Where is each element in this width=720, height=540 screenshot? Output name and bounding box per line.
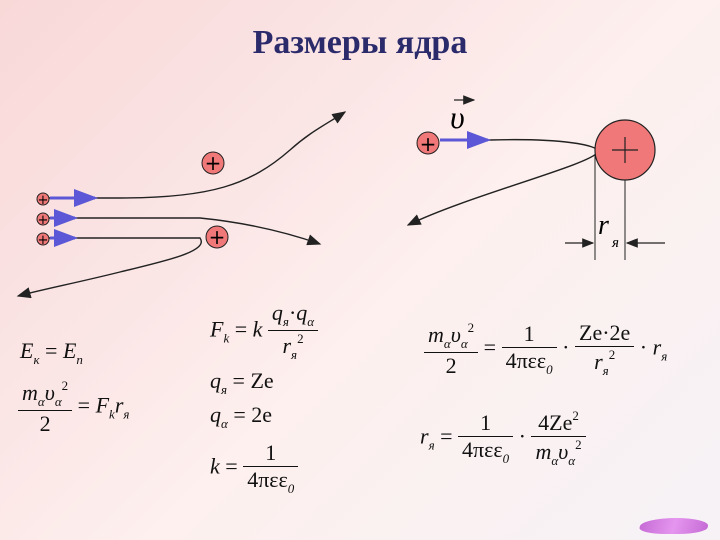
navigation-logo-button[interactable] [637,518,711,534]
velocity-label: υ [450,95,476,135]
alpha-particle: + [36,192,50,208]
svg-text:+: + [38,233,49,248]
svg-text:+: + [38,213,49,228]
trajectory-reflected [406,138,599,226]
alpha-particle: + [416,131,440,156]
alpha-particle: + [36,232,50,248]
large-nucleus [594,119,656,181]
svg-text:я: я [611,235,619,251]
nucleus-charge-equation: qя = Ze [210,368,274,397]
nucleus: + [201,151,225,175]
trajectory-up [45,111,347,199]
alpha-charge-equation: qα = 2e [210,402,273,431]
energy-equation: Eк = Eп [20,338,83,367]
trajectory-straight [45,217,322,246]
work-equation: mαυα2 2 = Fkrя [18,378,129,437]
nucleus-radius-equation: rя = 1 4πεε0 · 4Ze2 mαυα2 [420,408,586,469]
trajectory-back [16,237,202,299]
coulomb-constant-equation: k = 1 4πεε0 [210,440,299,497]
svg-text:+: + [420,132,437,156]
nucleus: + [205,225,229,249]
page-title: Размеры ядра [252,24,468,61]
coulomb-force-equation: Fk = k qя·qα rя2 [210,300,319,363]
alpha-particle: + [36,212,50,228]
svg-text:r: r [598,210,609,241]
svg-text:+: + [205,151,222,175]
energy-balance-equation: mαυα2 2 = 1 4πεε0 · Ze·2e rя2 · rя [424,320,667,379]
radius-marker: r я [565,155,665,260]
svg-text:υ: υ [450,99,465,135]
svg-text:+: + [38,193,49,208]
svg-text:+: + [209,225,226,249]
